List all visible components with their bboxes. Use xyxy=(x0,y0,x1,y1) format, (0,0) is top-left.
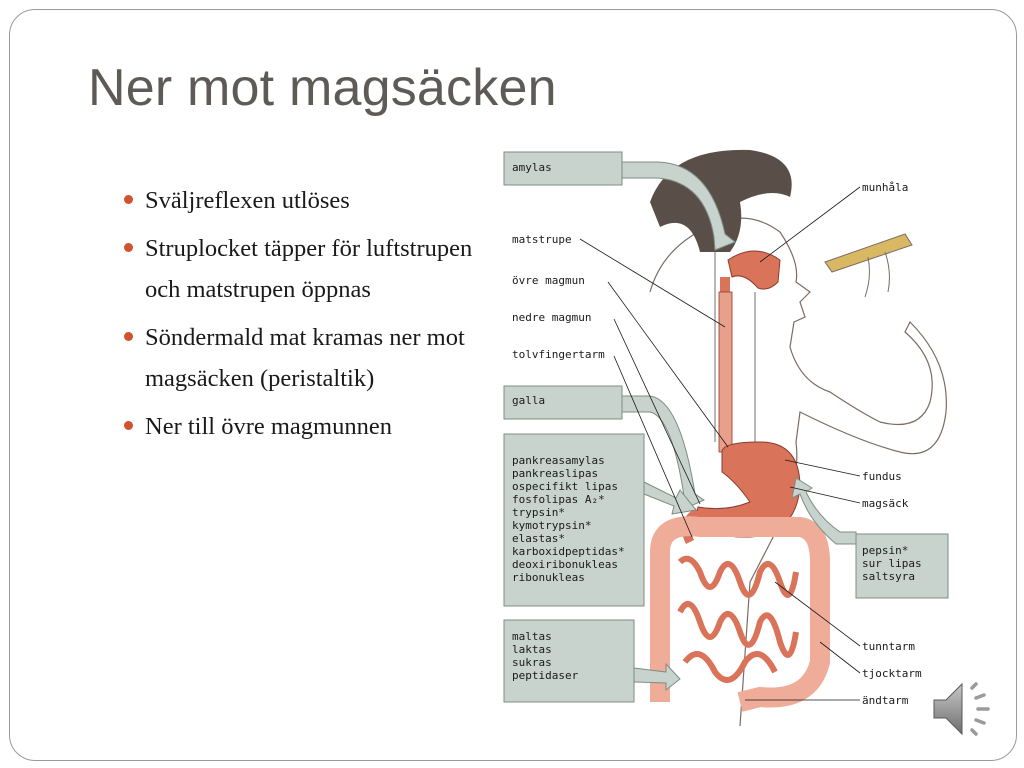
enzyme-label: amylas xyxy=(512,161,552,174)
enzyme-label: pankreasamylas xyxy=(512,454,605,467)
enzyme-box-intestine: maltas laktas sukras peptidaser xyxy=(503,619,681,703)
enzyme-label: ospecifikt lipas xyxy=(512,480,618,493)
enzyme-label: deoxiribonukleas xyxy=(512,558,618,571)
bullet-item: Söndermald mat kramas ner mot magsäcken … xyxy=(124,317,504,399)
label-munhala: munhåla xyxy=(862,181,908,194)
enzyme-label: ribonukleas xyxy=(512,571,585,584)
enzyme-label: kymotrypsin* xyxy=(512,519,591,532)
enzyme-box-mouth: amylas xyxy=(503,151,736,251)
label-magsack: magsäck xyxy=(862,497,909,510)
label-fundus: fundus xyxy=(862,470,902,483)
slide-title: Ner mot magsäcken xyxy=(88,59,557,117)
enzyme-label: galla xyxy=(512,394,545,407)
enzyme-box-pancreas: pankreasamylas pankreaslipas ospecifikt … xyxy=(503,433,697,607)
bullet-item: Sväljreflexen utlöses xyxy=(124,180,504,221)
speaker-icon[interactable] xyxy=(928,676,998,742)
enzyme-label: elastas* xyxy=(512,532,565,545)
digestive-system-illustration: amylas galla pankreasamylas pankreaslipa… xyxy=(503,149,949,726)
enzyme-label: sur lipas xyxy=(862,557,922,570)
enzyme-box-bile: galla xyxy=(503,385,706,509)
enzyme-label: trypsin* xyxy=(512,506,565,519)
right-labels: munhåla fundus magsäck tunntarm tjocktar… xyxy=(745,181,922,707)
bullet-item: Ner till övre magmunnen xyxy=(124,406,504,447)
label-matstrupe: matstrupe xyxy=(512,233,572,246)
enzyme-label: karboxidpeptidas* xyxy=(512,545,625,558)
enzyme-label: sukras xyxy=(512,656,552,669)
label-tolvfingertarm: tolvfingertarm xyxy=(512,348,605,361)
enzyme-label: laktas xyxy=(512,643,552,656)
enzyme-label: peptidaser xyxy=(512,669,579,682)
mouth-cavity xyxy=(727,250,781,290)
enzyme-label: pepsin* xyxy=(862,544,908,557)
label-andtarm: ändtarm xyxy=(862,694,909,707)
food-cheese xyxy=(824,233,913,273)
enzyme-label: maltas xyxy=(512,630,552,643)
label-nedre-magmun: nedre magmun xyxy=(512,311,591,324)
enzyme-label: pankreaslipas xyxy=(512,467,598,480)
enzyme-box-stomach: pepsin* sur lipas saltsyra xyxy=(791,477,949,599)
label-ovre-magmun: övre magmun xyxy=(512,274,585,287)
left-labels: matstrupe övre magmun nedre magmun tolvf… xyxy=(512,233,729,538)
enzyme-label: fosfolipas A₂* xyxy=(512,493,605,506)
label-tjocktarm: tjocktarm xyxy=(862,667,922,680)
bullet-list: Sväljreflexen utlöses Struplocket täpper… xyxy=(124,180,504,454)
bullet-item: Struplocket täpper för luftstrupen och m… xyxy=(124,228,504,310)
large-intestine xyxy=(650,516,830,712)
label-tunntarm: tunntarm xyxy=(862,640,915,653)
enzyme-label: saltsyra xyxy=(862,570,915,583)
small-intestine xyxy=(677,555,799,683)
